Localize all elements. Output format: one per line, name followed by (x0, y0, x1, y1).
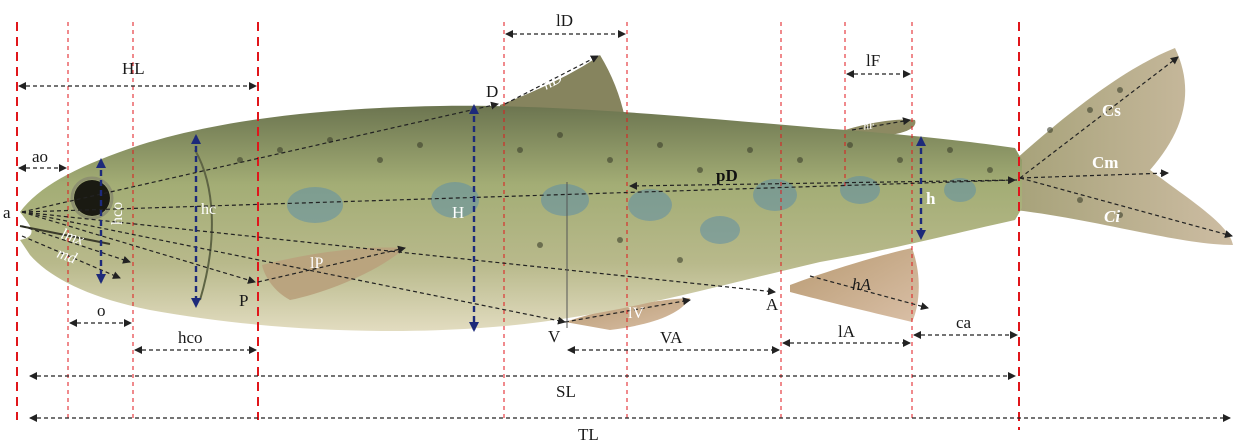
label-TL: TL (578, 425, 599, 441)
label-lA: lA (838, 322, 856, 341)
label-HL: HL (122, 59, 145, 78)
label-hF: hF (862, 119, 876, 133)
caudal-fin (1015, 48, 1233, 245)
label-P: P (239, 291, 248, 310)
label-SL: SL (556, 382, 576, 401)
label-lV: lV (628, 305, 644, 322)
label-ca: ca (956, 313, 972, 332)
label-Cm: Cm (1092, 153, 1118, 172)
label-ao: ao (32, 147, 48, 166)
label-D: D (486, 82, 498, 101)
label-a: a (3, 203, 11, 222)
label-lP: lP (310, 255, 323, 272)
label-hA: hA (852, 275, 872, 294)
label-hco-bottom: hco (178, 328, 203, 347)
label-hc: hc (201, 201, 216, 218)
label-o: o (97, 301, 106, 320)
label-pD: pD (716, 166, 738, 185)
label-h: h (926, 189, 936, 208)
label-V: V (548, 327, 561, 346)
label-VA: VA (660, 328, 683, 347)
label-H: H (452, 203, 464, 222)
label-A: A (766, 295, 779, 314)
label-Cs: Cs (1102, 101, 1121, 120)
label-hco-eye: hco (109, 202, 126, 225)
label-lF: lF (866, 51, 880, 70)
label-Ci: Ci (1104, 207, 1120, 226)
label-lD: lD (556, 11, 573, 30)
